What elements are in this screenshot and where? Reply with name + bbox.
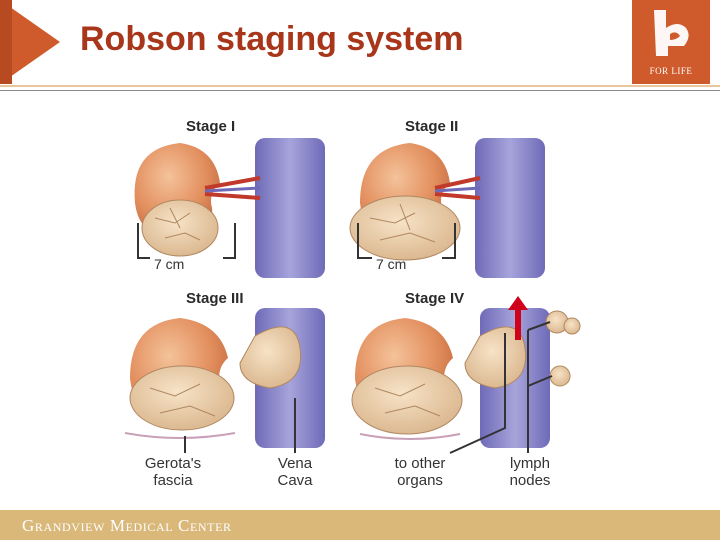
staging-illustration: Stage I Stage II Stage III Stage IV 7 cm…: [120, 108, 600, 498]
stage-2-label: Stage II: [405, 118, 459, 135]
header-rule-gray: [0, 90, 720, 91]
metastasis-arrow: [508, 296, 528, 340]
lymph-nodes-caption: lymph nodes: [485, 455, 575, 489]
caption-line: Vena: [277, 455, 313, 472]
figure-logo-icon: [654, 10, 689, 56]
caption-line: fascia: [153, 472, 193, 489]
stage-1-dimension: 7 cm: [154, 256, 185, 272]
header-arrow-icon: [0, 0, 60, 84]
to-other-organs-caption: to other organs: [365, 455, 475, 489]
caption-line: to other: [394, 455, 446, 472]
stage-1-label: Stage I: [186, 118, 236, 135]
brand-logo: FOR LIFE: [632, 0, 710, 84]
caption-line: Gerota's: [144, 455, 202, 472]
footer-organization: Grandview Medical Center: [22, 516, 232, 535]
caption-line: nodes: [509, 472, 551, 489]
stage-4-label: Stage IV: [405, 290, 465, 307]
logo-tagline: FOR LIFE: [649, 66, 693, 76]
stage-3-panel: [124, 308, 325, 453]
stage-3-label: Stage III: [186, 290, 244, 307]
stage-1-panel: [134, 138, 325, 278]
staging-drawing: [124, 138, 581, 454]
caption-line: organs: [397, 472, 443, 489]
vena-cava-caption: Vena Cava: [255, 455, 335, 489]
caption-line: Cava: [277, 472, 313, 489]
slide-header: Robson staging system FOR LIFE: [0, 0, 720, 84]
stage-2-panel: [349, 138, 545, 278]
slide-title: Robson staging system: [80, 20, 464, 58]
stage-2-dimension: 7 cm: [376, 256, 407, 272]
caption-line: lymph: [509, 455, 550, 472]
stage-4-panel: [351, 296, 581, 454]
gerotas-fascia-caption: Gerota's fascia: [128, 455, 218, 489]
header-rule-gold: [0, 85, 720, 87]
slide-footer: Grandview Medical Center: [0, 510, 720, 540]
